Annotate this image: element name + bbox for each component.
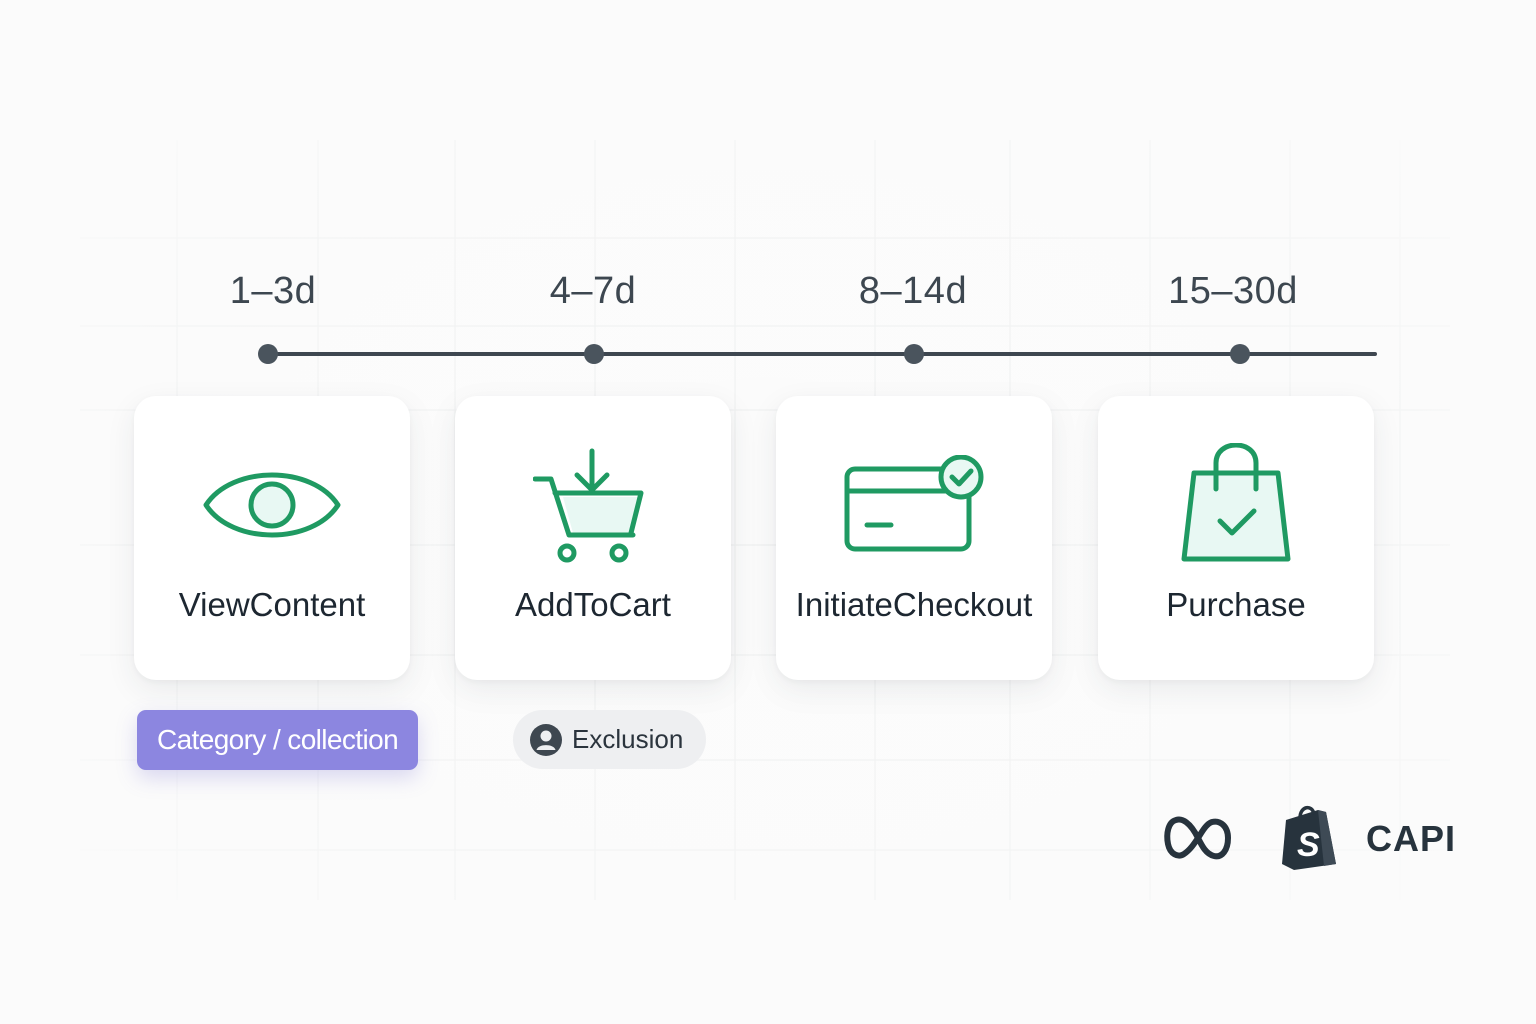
user-icon: [530, 723, 562, 756]
eye-icon: [134, 440, 410, 570]
range-label-4: 15–30d: [1168, 270, 1298, 312]
svg-text:S: S: [1297, 826, 1320, 864]
credit-card-check-icon: [776, 440, 1052, 570]
range-label-3: 8–14d: [858, 270, 968, 312]
shopping-bag-check-icon: [1098, 440, 1374, 570]
event-card-addtocart: AddToCart: [455, 396, 731, 680]
shopify-logo-icon: S: [1282, 805, 1336, 870]
event-label: AddToCart: [515, 586, 671, 623]
range-label-2: 4–7d: [549, 270, 637, 312]
capi-label: CAPI: [1366, 818, 1457, 859]
category-collection-tag[interactable]: Category / collection: [137, 710, 418, 770]
event-label: Purchase: [1166, 586, 1306, 623]
event-label: InitiateCheckout: [795, 586, 1033, 623]
event-label: ViewContent: [178, 586, 366, 623]
exclusion-pill[interactable]: Exclusion: [513, 710, 706, 769]
event-card-viewcontent: ViewContent: [134, 396, 410, 680]
meta-logo-icon: [1164, 816, 1231, 860]
cart-add-icon: [455, 440, 731, 570]
event-card-initiatecheckout: InitiateCheckout: [776, 396, 1052, 680]
range-label-1: 1–3d: [229, 270, 317, 312]
exclusion-label: Exclusion: [572, 724, 684, 754]
event-card-purchase: Purchase: [1098, 396, 1374, 680]
